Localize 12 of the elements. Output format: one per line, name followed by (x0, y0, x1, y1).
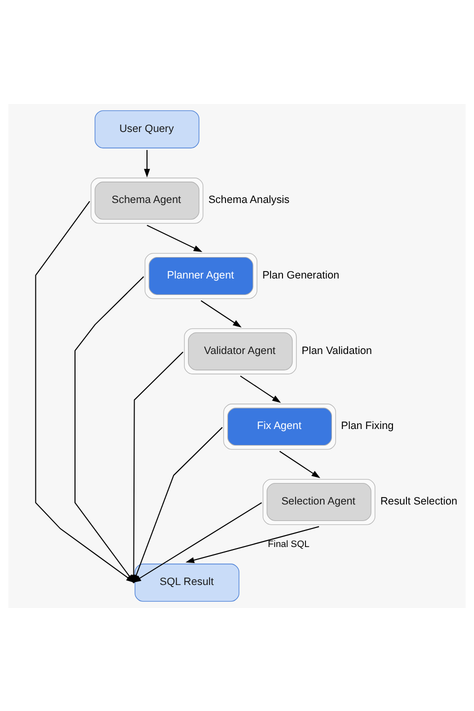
arrow (279, 450, 320, 478)
arrow (240, 375, 281, 402)
node-label: Result Selection (380, 495, 458, 508)
arrow (200, 300, 242, 327)
arrow (144, 149, 150, 178)
arrow (146, 224, 202, 252)
arrow (186, 526, 320, 563)
node-label: Plan Generation (262, 269, 340, 282)
node-label: Plan Fixing (341, 420, 394, 432)
node-label: Schema Analysis (208, 194, 290, 206)
node-label: Plan Validation (302, 344, 372, 356)
edge-label: Final SQL (268, 538, 310, 548)
